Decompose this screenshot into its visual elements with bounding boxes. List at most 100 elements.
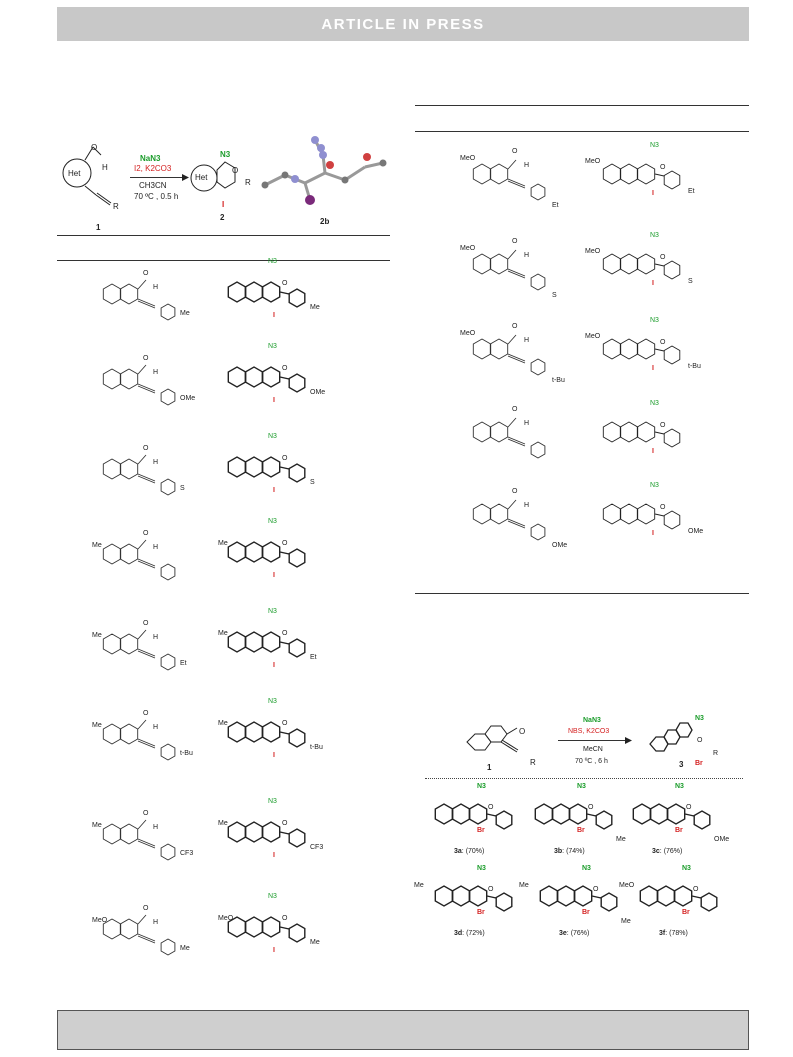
product-i: I xyxy=(273,312,275,319)
scheme2-starting-material xyxy=(466,725,519,753)
product-yield: (74%) xyxy=(566,848,585,855)
product-substituent: Me xyxy=(616,836,626,843)
product-id: 3a xyxy=(454,848,462,855)
sm-prefix: MeO xyxy=(92,917,108,924)
pyrano-product xyxy=(602,253,681,280)
scheme1-het-label: Het xyxy=(68,169,81,178)
product-caption: 3e: (76%) xyxy=(559,930,589,937)
pyrano-product xyxy=(539,885,618,912)
product-br: Br xyxy=(582,909,590,916)
starting-aldehyde xyxy=(102,364,176,406)
footer-bar xyxy=(57,1010,749,1050)
product-prefix: Me xyxy=(519,882,529,889)
xray-label: 2b xyxy=(320,217,330,226)
scheme1-cho-o: O xyxy=(91,143,98,152)
product-caption: 3c: (76%) xyxy=(652,848,682,855)
product-o: O xyxy=(282,540,288,547)
cho-h: H xyxy=(153,544,159,551)
scheme2-arrow xyxy=(558,740,628,741)
sm-prefix: Me xyxy=(92,722,102,729)
scheme2-product-o: O xyxy=(697,737,703,744)
product-substituent: OMe xyxy=(714,836,730,843)
banner-text: ARTICLE IN PRESS xyxy=(321,15,485,33)
sm-substituent: CF3 xyxy=(180,850,194,857)
product-n3: N3 xyxy=(477,865,486,872)
product-o: O xyxy=(488,886,494,893)
scheme1-reagent-i2: I2, K2CO3 xyxy=(134,164,172,173)
product-n3: N3 xyxy=(268,258,277,265)
scheme1-product-i: I xyxy=(222,200,225,209)
product-n3: N3 xyxy=(477,783,486,790)
scheme1-product-r: R xyxy=(245,178,251,187)
starting-aldehyde xyxy=(102,819,176,861)
starting-aldehyde xyxy=(102,719,176,761)
product-o: O xyxy=(660,339,666,346)
sm-substituent: S xyxy=(180,485,185,492)
product-substituent: S xyxy=(310,479,315,486)
sm-substituent: Et xyxy=(180,660,187,667)
product-n3: N3 xyxy=(650,317,659,324)
product-yield: (72%) xyxy=(466,930,485,937)
cho-o: O xyxy=(143,810,149,817)
scheme1-r-label: R xyxy=(113,202,119,211)
pyrano-product xyxy=(602,421,681,448)
sm-prefix: MeO xyxy=(460,330,476,337)
product-o: O xyxy=(686,804,692,811)
product-n3: N3 xyxy=(650,400,659,407)
product-o: O xyxy=(593,886,599,893)
cho-h: H xyxy=(153,284,159,291)
product-caption: 3f: (78%) xyxy=(659,930,688,937)
starting-aldehyde xyxy=(102,454,176,496)
scheme1-product xyxy=(190,161,236,192)
product-br: Br xyxy=(577,827,585,834)
product-prefix: MeO xyxy=(585,248,601,255)
cho-h: H xyxy=(153,724,159,731)
product-i: I xyxy=(273,947,275,954)
table-left-top-rule xyxy=(57,235,390,236)
cho-h: H xyxy=(524,162,530,169)
product-o: O xyxy=(588,804,594,811)
xray-structure-image xyxy=(261,136,387,205)
product-i: I xyxy=(652,530,654,537)
scheme1-product-n3: N3 xyxy=(220,150,231,159)
cho-h: H xyxy=(524,420,530,427)
pyrano-product xyxy=(227,916,306,943)
starting-aldehyde xyxy=(102,279,176,321)
product-substituent: CF3 xyxy=(310,844,324,851)
product-substituent: OMe xyxy=(688,528,704,535)
product-o: O xyxy=(282,915,288,922)
product-substituent: Me xyxy=(310,939,320,946)
sm-prefix: MeO xyxy=(460,155,476,162)
scheme1-starting-material xyxy=(62,146,112,206)
scheme2-product-n3: N3 xyxy=(695,715,704,722)
product-prefix: Me xyxy=(414,882,424,889)
cho-o: O xyxy=(143,710,149,717)
starting-aldehyde xyxy=(472,249,546,291)
starting-aldehyde xyxy=(472,334,546,376)
cho-o: O xyxy=(512,488,518,495)
scheme1-solvent: CH3CN xyxy=(139,181,167,190)
product-prefix: Me xyxy=(218,820,228,827)
cho-o: O xyxy=(512,323,518,330)
scheme2-product-label: 3 xyxy=(679,760,684,769)
cho-h: H xyxy=(153,824,159,831)
product-prefix: Me xyxy=(218,720,228,727)
product-yield: (70%) xyxy=(465,848,485,855)
starting-aldehyde xyxy=(102,539,176,581)
scheme2-dotted-divider xyxy=(425,778,743,779)
product-caption: 3b: (74%) xyxy=(554,848,585,855)
sm-prefix: Me xyxy=(92,542,102,549)
pyrano-product xyxy=(227,366,306,393)
product-br: Br xyxy=(477,909,485,916)
product-n3: N3 xyxy=(268,343,277,350)
cho-o: O xyxy=(143,270,149,277)
product-n3: N3 xyxy=(675,783,684,790)
product-n3: N3 xyxy=(582,865,591,872)
product-prefix: MeO xyxy=(585,158,601,165)
cho-o: O xyxy=(143,355,149,362)
product-n3: N3 xyxy=(650,482,659,489)
scheme2-sm-o: O xyxy=(519,727,526,736)
product-i: I xyxy=(652,280,654,287)
product-o: O xyxy=(660,504,666,511)
cho-h: H xyxy=(153,919,159,926)
